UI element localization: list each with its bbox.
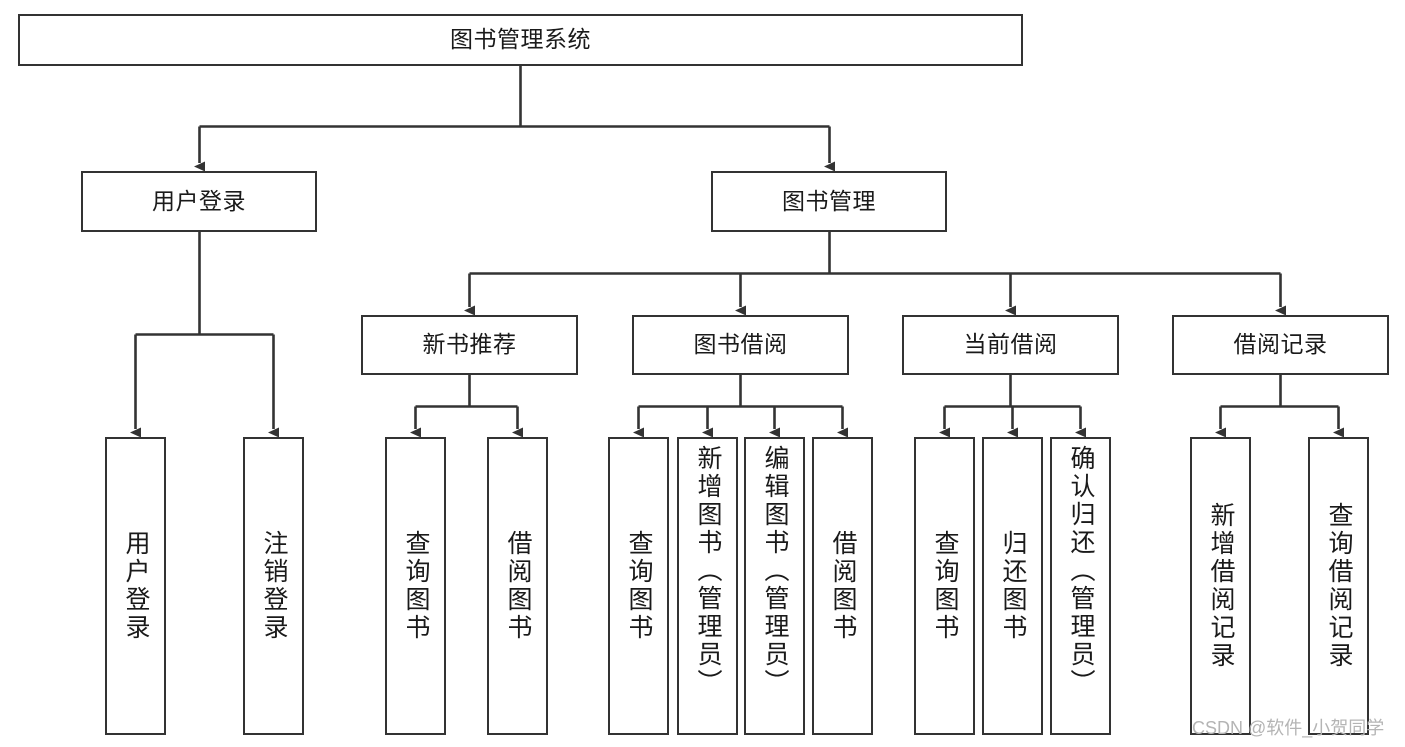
node-label: 用户登录 — [152, 187, 246, 214]
node-level3-1[interactable]: 图书借阅 — [632, 315, 849, 375]
node-root-book-management-system[interactable]: 图书管理系统 — [18, 14, 1023, 66]
node-label: 图书管理系统 — [450, 26, 591, 53]
node-leaf-8[interactable]: 查询图书 — [914, 437, 975, 735]
node-label: 用户登录 — [122, 530, 150, 642]
csdn-watermark: CSDN @软件_小贺同学 — [1192, 718, 1385, 738]
node-level3-3[interactable]: 借阅记录 — [1172, 315, 1389, 375]
node-label: 编辑图书（管理员） — [761, 445, 789, 697]
node-label: 图书借阅 — [693, 331, 788, 358]
node-label: 查询借阅记录 — [1325, 502, 1353, 670]
node-leaf-9[interactable]: 归还图书 — [982, 437, 1043, 735]
node-leaf-2[interactable]: 查询图书 — [385, 437, 446, 735]
node-label: 新增图书（管理员） — [694, 445, 722, 697]
node-leaf-4[interactable]: 查询图书 — [608, 437, 669, 735]
node-label: 当前借阅 — [963, 331, 1058, 358]
node-leaf-5[interactable]: 新增图书（管理员） — [677, 437, 738, 735]
node-label: 查询图书 — [625, 530, 653, 642]
node-label: 确认归还（管理员） — [1067, 445, 1095, 697]
node-level2-1[interactable]: 图书管理 — [711, 171, 947, 232]
node-leaf-7[interactable]: 借阅图书 — [812, 437, 873, 735]
node-label: 图书管理 — [782, 187, 876, 214]
node-label: 新增借阅记录 — [1207, 502, 1235, 670]
node-label: 归还图书 — [999, 530, 1027, 642]
node-label: 注销登录 — [260, 530, 288, 642]
node-leaf-12[interactable]: 查询借阅记录 — [1308, 437, 1369, 735]
node-leaf-0[interactable]: 用户登录 — [105, 437, 166, 735]
node-leaf-10[interactable]: 确认归还（管理员） — [1050, 437, 1111, 735]
node-level2-0[interactable]: 用户登录 — [81, 171, 317, 232]
node-label: 查询图书 — [402, 530, 430, 642]
node-label: 借阅图书 — [504, 530, 532, 642]
node-label: 查询图书 — [931, 530, 959, 642]
node-leaf-3[interactable]: 借阅图书 — [487, 437, 548, 735]
node-level3-0[interactable]: 新书推荐 — [361, 315, 578, 375]
node-leaf-11[interactable]: 新增借阅记录 — [1190, 437, 1251, 735]
node-label: 借阅图书 — [829, 530, 857, 642]
node-level3-2[interactable]: 当前借阅 — [902, 315, 1119, 375]
node-leaf-6[interactable]: 编辑图书（管理员） — [744, 437, 805, 735]
node-label: 新书推荐 — [422, 331, 517, 358]
node-leaf-1[interactable]: 注销登录 — [243, 437, 304, 735]
node-label: 借阅记录 — [1233, 331, 1328, 358]
